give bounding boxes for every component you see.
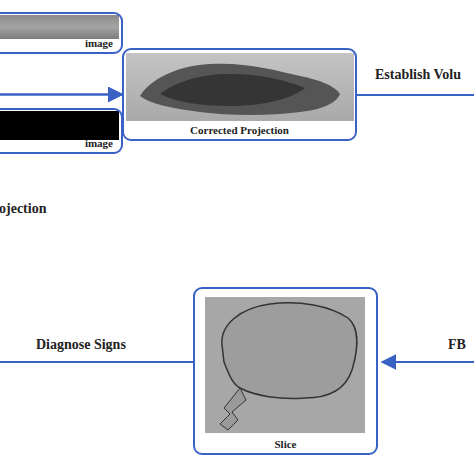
step-label: Establish Volu: [375, 67, 461, 84]
slice-section: [222, 303, 357, 399]
box-caption: image: [85, 37, 113, 50]
specimen-core: [160, 74, 305, 106]
volume-line: [357, 94, 474, 96]
box-caption: Slice: [195, 438, 376, 451]
flow-arrow: [0, 33, 122, 95]
image-box: image: [0, 108, 123, 154]
projection-image: [126, 53, 354, 121]
step-label: Diagnose Signs: [36, 337, 126, 354]
step-label: FB: [448, 337, 466, 354]
box-caption: image: [85, 137, 113, 150]
flat-image: [0, 15, 119, 39]
projection-box: Corrected Projection: [122, 48, 357, 141]
flow-arrow: [0, 95, 122, 132]
box-caption: Corrected Projection: [124, 124, 355, 137]
slice-tail: [220, 388, 246, 430]
fbp-arrow: [382, 361, 474, 363]
specimen-shadow: [140, 64, 340, 115]
group-label: ojection: [0, 201, 46, 218]
image-box: image: [0, 12, 123, 54]
diagnose-line: [0, 361, 193, 363]
dark-image: [0, 111, 119, 140]
slice-box: Slice: [193, 287, 378, 455]
slice-image: [205, 297, 365, 433]
